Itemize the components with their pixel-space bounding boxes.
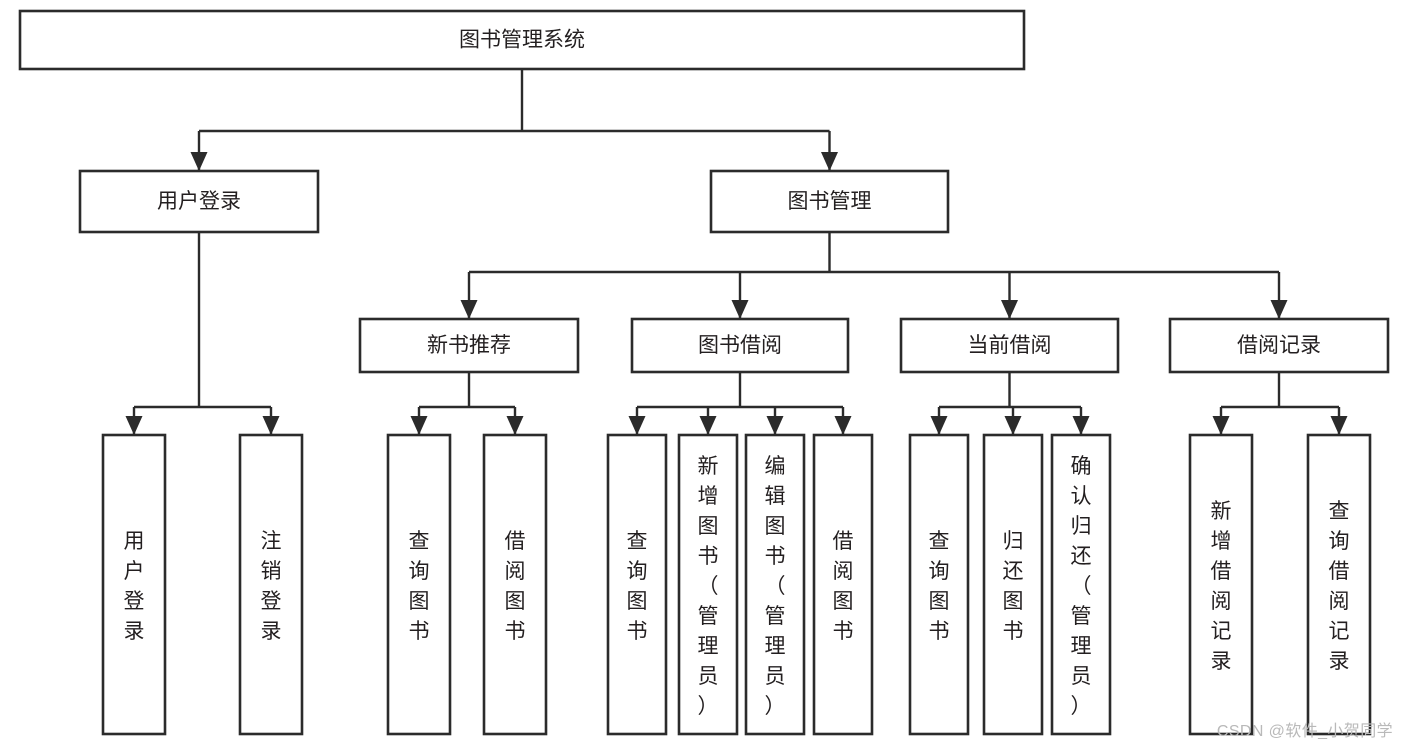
connector-group-current-borrow: [930, 372, 1090, 435]
node-box-leaf-add-book: [677, 433, 739, 736]
node-label-leaf-query-book-3: 查询图书: [929, 530, 950, 643]
node-box-root: [18, 9, 1026, 71]
node-box-leaf-user-login: [101, 433, 167, 736]
arrow-head-icon: [834, 416, 852, 435]
node-box-leaf-add-record: [1188, 433, 1254, 736]
node-borrow-record[interactable]: 借阅记录: [1168, 317, 1390, 374]
node-label-book-borrow: 图书借阅: [698, 334, 782, 357]
node-label-current-borrow: 当前借阅: [968, 334, 1052, 357]
node-label-leaf-borrow-book-2: 借阅图书: [833, 530, 854, 643]
node-leaf-query-book-1[interactable]: 查询图书: [386, 433, 452, 736]
node-user-login[interactable]: 用户登录: [78, 169, 320, 234]
node-leaf-add-record[interactable]: 新增借阅记录: [1188, 433, 1254, 736]
node-leaf-logout[interactable]: 注销登录: [238, 433, 304, 736]
connector-group-new-book-recommend: [410, 372, 524, 435]
arrow-head-icon: [1212, 416, 1230, 435]
node-new-book-recommend[interactable]: 新书推荐: [358, 317, 580, 374]
node-leaf-return-book[interactable]: 归还图书: [982, 433, 1044, 736]
node-label-user-login: 用户登录: [157, 190, 241, 213]
node-label-leaf-borrow-book-1: 借阅图书: [505, 530, 526, 643]
node-box-user-login: [78, 169, 320, 234]
node-box-leaf-logout: [238, 433, 304, 736]
node-leaf-confirm-return[interactable]: 确认归还（管理员）: [1050, 433, 1112, 736]
csdn-watermark: CSDN @软件_小贺同学: [1216, 723, 1393, 740]
arrow-head-icon: [125, 416, 143, 435]
connector-group-book-borrow: [628, 372, 852, 435]
connector-group-book-manage: [460, 232, 1288, 319]
node-leaf-borrow-book-1[interactable]: 借阅图书: [482, 433, 548, 736]
node-box-leaf-confirm-return: [1050, 433, 1112, 736]
node-label-leaf-edit-book: 编辑图书（管理员）: [765, 455, 786, 718]
node-leaf-query-book-2[interactable]: 查询图书: [606, 433, 668, 736]
node-box-leaf-borrow-book-2: [812, 433, 874, 736]
arrow-head-icon: [506, 416, 524, 435]
arrow-head-icon: [628, 416, 646, 435]
arrow-head-icon: [1330, 416, 1348, 435]
node-label-leaf-query-record: 查询借阅记录: [1329, 500, 1350, 673]
node-layer: 图书管理系统用户登录图书管理新书推荐图书借阅当前借阅借阅记录用户登录注销登录查询…: [18, 9, 1390, 736]
arrow-head-icon: [262, 416, 280, 435]
node-label-leaf-confirm-return: 确认归还（管理员）: [1071, 455, 1092, 718]
arrow-head-icon: [190, 152, 208, 171]
node-book-borrow[interactable]: 图书借阅: [630, 317, 850, 374]
node-leaf-user-login[interactable]: 用户登录: [101, 433, 167, 736]
node-leaf-add-book[interactable]: 新增图书（管理员）: [677, 433, 739, 736]
arrow-head-icon: [731, 300, 749, 319]
node-box-leaf-query-record: [1306, 433, 1372, 736]
connector-group-root: [190, 69, 838, 171]
node-box-borrow-record: [1168, 317, 1390, 374]
arrow-head-icon: [410, 416, 428, 435]
node-root[interactable]: 图书管理系统: [18, 9, 1026, 71]
node-box-leaf-query-book-1: [386, 433, 452, 736]
node-leaf-query-record[interactable]: 查询借阅记录: [1306, 433, 1372, 736]
node-box-leaf-return-book: [982, 433, 1044, 736]
node-box-leaf-edit-book: [744, 433, 806, 736]
node-label-leaf-add-book: 新增图书（管理员）: [698, 455, 719, 718]
arrow-head-icon: [821, 152, 838, 171]
arrow-head-icon: [699, 416, 717, 435]
arrow-head-icon: [1270, 300, 1288, 319]
node-label-root: 图书管理系统: [459, 29, 585, 52]
connector-layer: [125, 69, 1348, 435]
node-box-book-manage: [709, 169, 950, 234]
node-leaf-edit-book[interactable]: 编辑图书（管理员）: [744, 433, 806, 736]
node-label-leaf-return-book: 归还图书: [1003, 530, 1024, 643]
arrow-head-icon: [460, 300, 478, 319]
node-leaf-query-book-3[interactable]: 查询图书: [908, 433, 970, 736]
node-label-leaf-logout: 注销登录: [261, 530, 282, 643]
node-leaf-borrow-book-2[interactable]: 借阅图书: [812, 433, 874, 736]
node-box-new-book-recommend: [358, 317, 580, 374]
connector-group-borrow-record: [1212, 372, 1348, 435]
node-label-leaf-user-login: 用户登录: [124, 530, 145, 643]
arrow-head-icon: [1072, 416, 1090, 435]
node-box-leaf-query-book-3: [908, 433, 970, 736]
arrow-head-icon: [1001, 300, 1018, 319]
node-label-borrow-record: 借阅记录: [1237, 334, 1321, 357]
node-label-book-manage: 图书管理: [788, 190, 872, 213]
node-book-manage[interactable]: 图书管理: [709, 169, 950, 234]
node-box-current-borrow: [899, 317, 1120, 374]
arrow-head-icon: [930, 416, 948, 435]
node-label-new-book-recommend: 新书推荐: [427, 334, 511, 357]
arrow-head-icon: [1004, 416, 1022, 435]
node-current-borrow[interactable]: 当前借阅: [899, 317, 1120, 374]
node-box-leaf-query-book-2: [606, 433, 668, 736]
arrow-head-icon: [766, 416, 784, 435]
connector-group-user-login: [125, 232, 280, 435]
node-label-leaf-add-record: 新增借阅记录: [1211, 500, 1232, 673]
node-label-leaf-query-book-2: 查询图书: [627, 530, 648, 643]
node-label-leaf-query-book-1: 查询图书: [409, 530, 430, 643]
node-box-book-borrow: [630, 317, 850, 374]
node-box-leaf-borrow-book-1: [482, 433, 548, 736]
